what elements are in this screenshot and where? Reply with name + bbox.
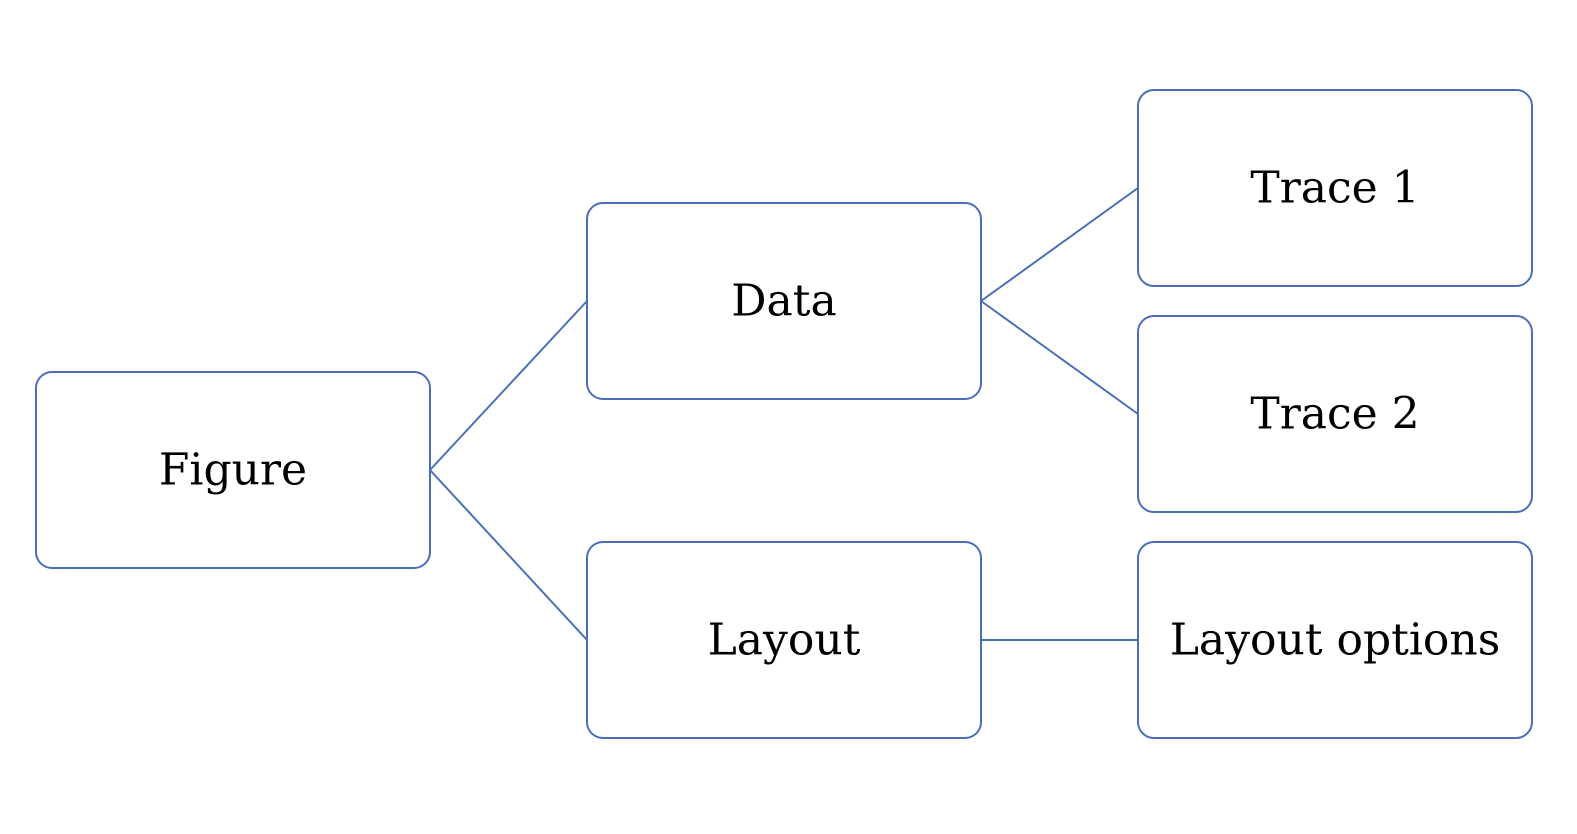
edges (429, 187, 1139, 641)
edge-figure-data (429, 300, 588, 471)
node-data-box (586, 202, 982, 400)
edge-figure-layout (429, 469, 588, 641)
node-layout-box (586, 541, 982, 739)
node-trace1-label: Trace 1 (1250, 163, 1419, 214)
node-data-label: Data (731, 276, 836, 327)
node-trace1-box (1137, 89, 1533, 287)
node-layout: Layout (586, 541, 982, 739)
node-trace2: Trace 2 (1137, 315, 1533, 513)
node-layout-label: Layout (708, 615, 861, 666)
edge-data-trace1 (980, 187, 1139, 302)
node-layout-options-label: Layout options (1170, 615, 1501, 666)
node-figure-label: Figure (159, 445, 307, 496)
node-layout-options: Layout options (1137, 541, 1533, 739)
node-figure: Figure (35, 371, 431, 569)
node-trace2-box (1137, 315, 1533, 513)
node-trace2-label: Trace 2 (1250, 389, 1419, 440)
node-layout-options-box (1137, 541, 1533, 739)
edge-data-trace2 (980, 300, 1139, 415)
node-data: Data (586, 202, 982, 400)
node-figure-box (35, 371, 431, 569)
node-trace1: Trace 1 (1137, 89, 1533, 287)
